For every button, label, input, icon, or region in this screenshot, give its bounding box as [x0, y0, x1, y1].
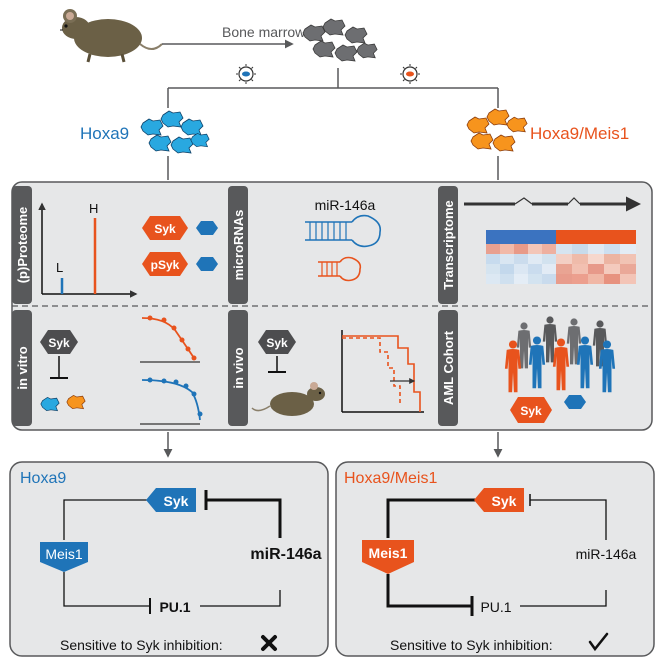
invitro-tab-label: in vitro — [15, 346, 30, 389]
svg-text:Syk: Syk — [164, 493, 189, 509]
cross-icon — [261, 635, 277, 651]
meis1-node-right: Meis1 — [362, 540, 414, 574]
hoxa9-meis1-cells — [466, 108, 528, 152]
bone-marrow-cells — [302, 18, 378, 62]
mir-146a-node-left: miR-146a — [250, 546, 321, 563]
pu1-node-left: PU.1 — [159, 599, 190, 615]
dose-response-orange — [140, 315, 200, 363]
svg-text:Syk: Syk — [154, 222, 176, 236]
mir-146a-label: miR-146a — [315, 197, 376, 213]
syk-node-right: Syk — [474, 488, 524, 512]
svg-text:Syk: Syk — [520, 404, 542, 418]
svg-text:Syk: Syk — [266, 336, 288, 350]
syk-cohort-badge: Syk — [510, 395, 586, 423]
check-icon — [588, 632, 609, 652]
meis1-node-left: Meis1 — [40, 542, 88, 572]
partner-hexagon — [564, 395, 586, 409]
microrna-tab-label: microRNAs — [231, 210, 246, 281]
low-label: L — [56, 260, 63, 275]
sensitivity-left-label: Sensitive to Syk inhibition: — [60, 637, 223, 653]
hoxa9-network — [63, 490, 282, 614]
syk-protein-badge: Syk — [142, 216, 218, 240]
syk-inhibitor-invitro: Syk — [40, 330, 78, 379]
svg-text:Meis1: Meis1 — [369, 545, 408, 561]
proteome-plot: L H — [38, 201, 138, 298]
partner-hexagon — [196, 257, 218, 271]
syk-inhibitor-invivo: Syk — [258, 330, 296, 373]
virus-icon-meis1 — [400, 64, 420, 84]
hoxa9-model-title: Hoxa9 — [20, 470, 66, 487]
hoxa9-label: Hoxa9 — [80, 124, 129, 143]
hoxa9-meis1-label: Hoxa9/Meis1 — [530, 124, 629, 143]
survival-curve — [341, 330, 424, 413]
mouse-icon — [60, 9, 163, 63]
hoxa9-cells — [140, 110, 210, 154]
mouse-small-icon — [251, 382, 325, 416]
side-tabs — [12, 186, 458, 426]
cohort-tab-label: AML Cohort — [441, 330, 456, 405]
proteome-tab-label: (p)Proteome — [15, 207, 30, 284]
hoxa9-model-box — [9, 461, 329, 657]
invivo-tab-label: in vivo — [231, 347, 246, 388]
expression-heatmap — [486, 230, 636, 284]
psyk-protein-badge: pSyk — [142, 252, 218, 276]
svg-text:Syk: Syk — [492, 493, 517, 509]
syk-node-left: Syk — [146, 488, 196, 512]
virus-icon-hoxa9 — [236, 64, 256, 84]
mirna-hairpin-blue — [305, 214, 382, 248]
mir-146a-node-right: miR-146a — [576, 546, 637, 562]
high-label: H — [89, 201, 98, 216]
svg-text:Meis1: Meis1 — [45, 546, 83, 562]
mirna-hairpin-orange — [318, 256, 362, 282]
pu1-node-right: PU.1 — [480, 599, 511, 615]
partner-hexagon — [196, 221, 218, 235]
bone-marrow-label: Bone marrow — [222, 24, 306, 40]
transduction-branch — [167, 68, 499, 108]
hoxa9-meis1-model-title: Hoxa9/Meis1 — [344, 470, 437, 487]
hoxa9-meis1-network — [386, 494, 607, 616]
gene-track — [464, 196, 641, 212]
transcriptome-tab-label: Transcriptome — [441, 200, 456, 290]
svg-text:pSyk: pSyk — [151, 258, 180, 272]
sensitivity-right-label: Sensitive to Syk inhibition: — [390, 637, 553, 653]
dose-response-blue — [140, 377, 203, 425]
svg-text:Syk: Syk — [48, 336, 70, 350]
